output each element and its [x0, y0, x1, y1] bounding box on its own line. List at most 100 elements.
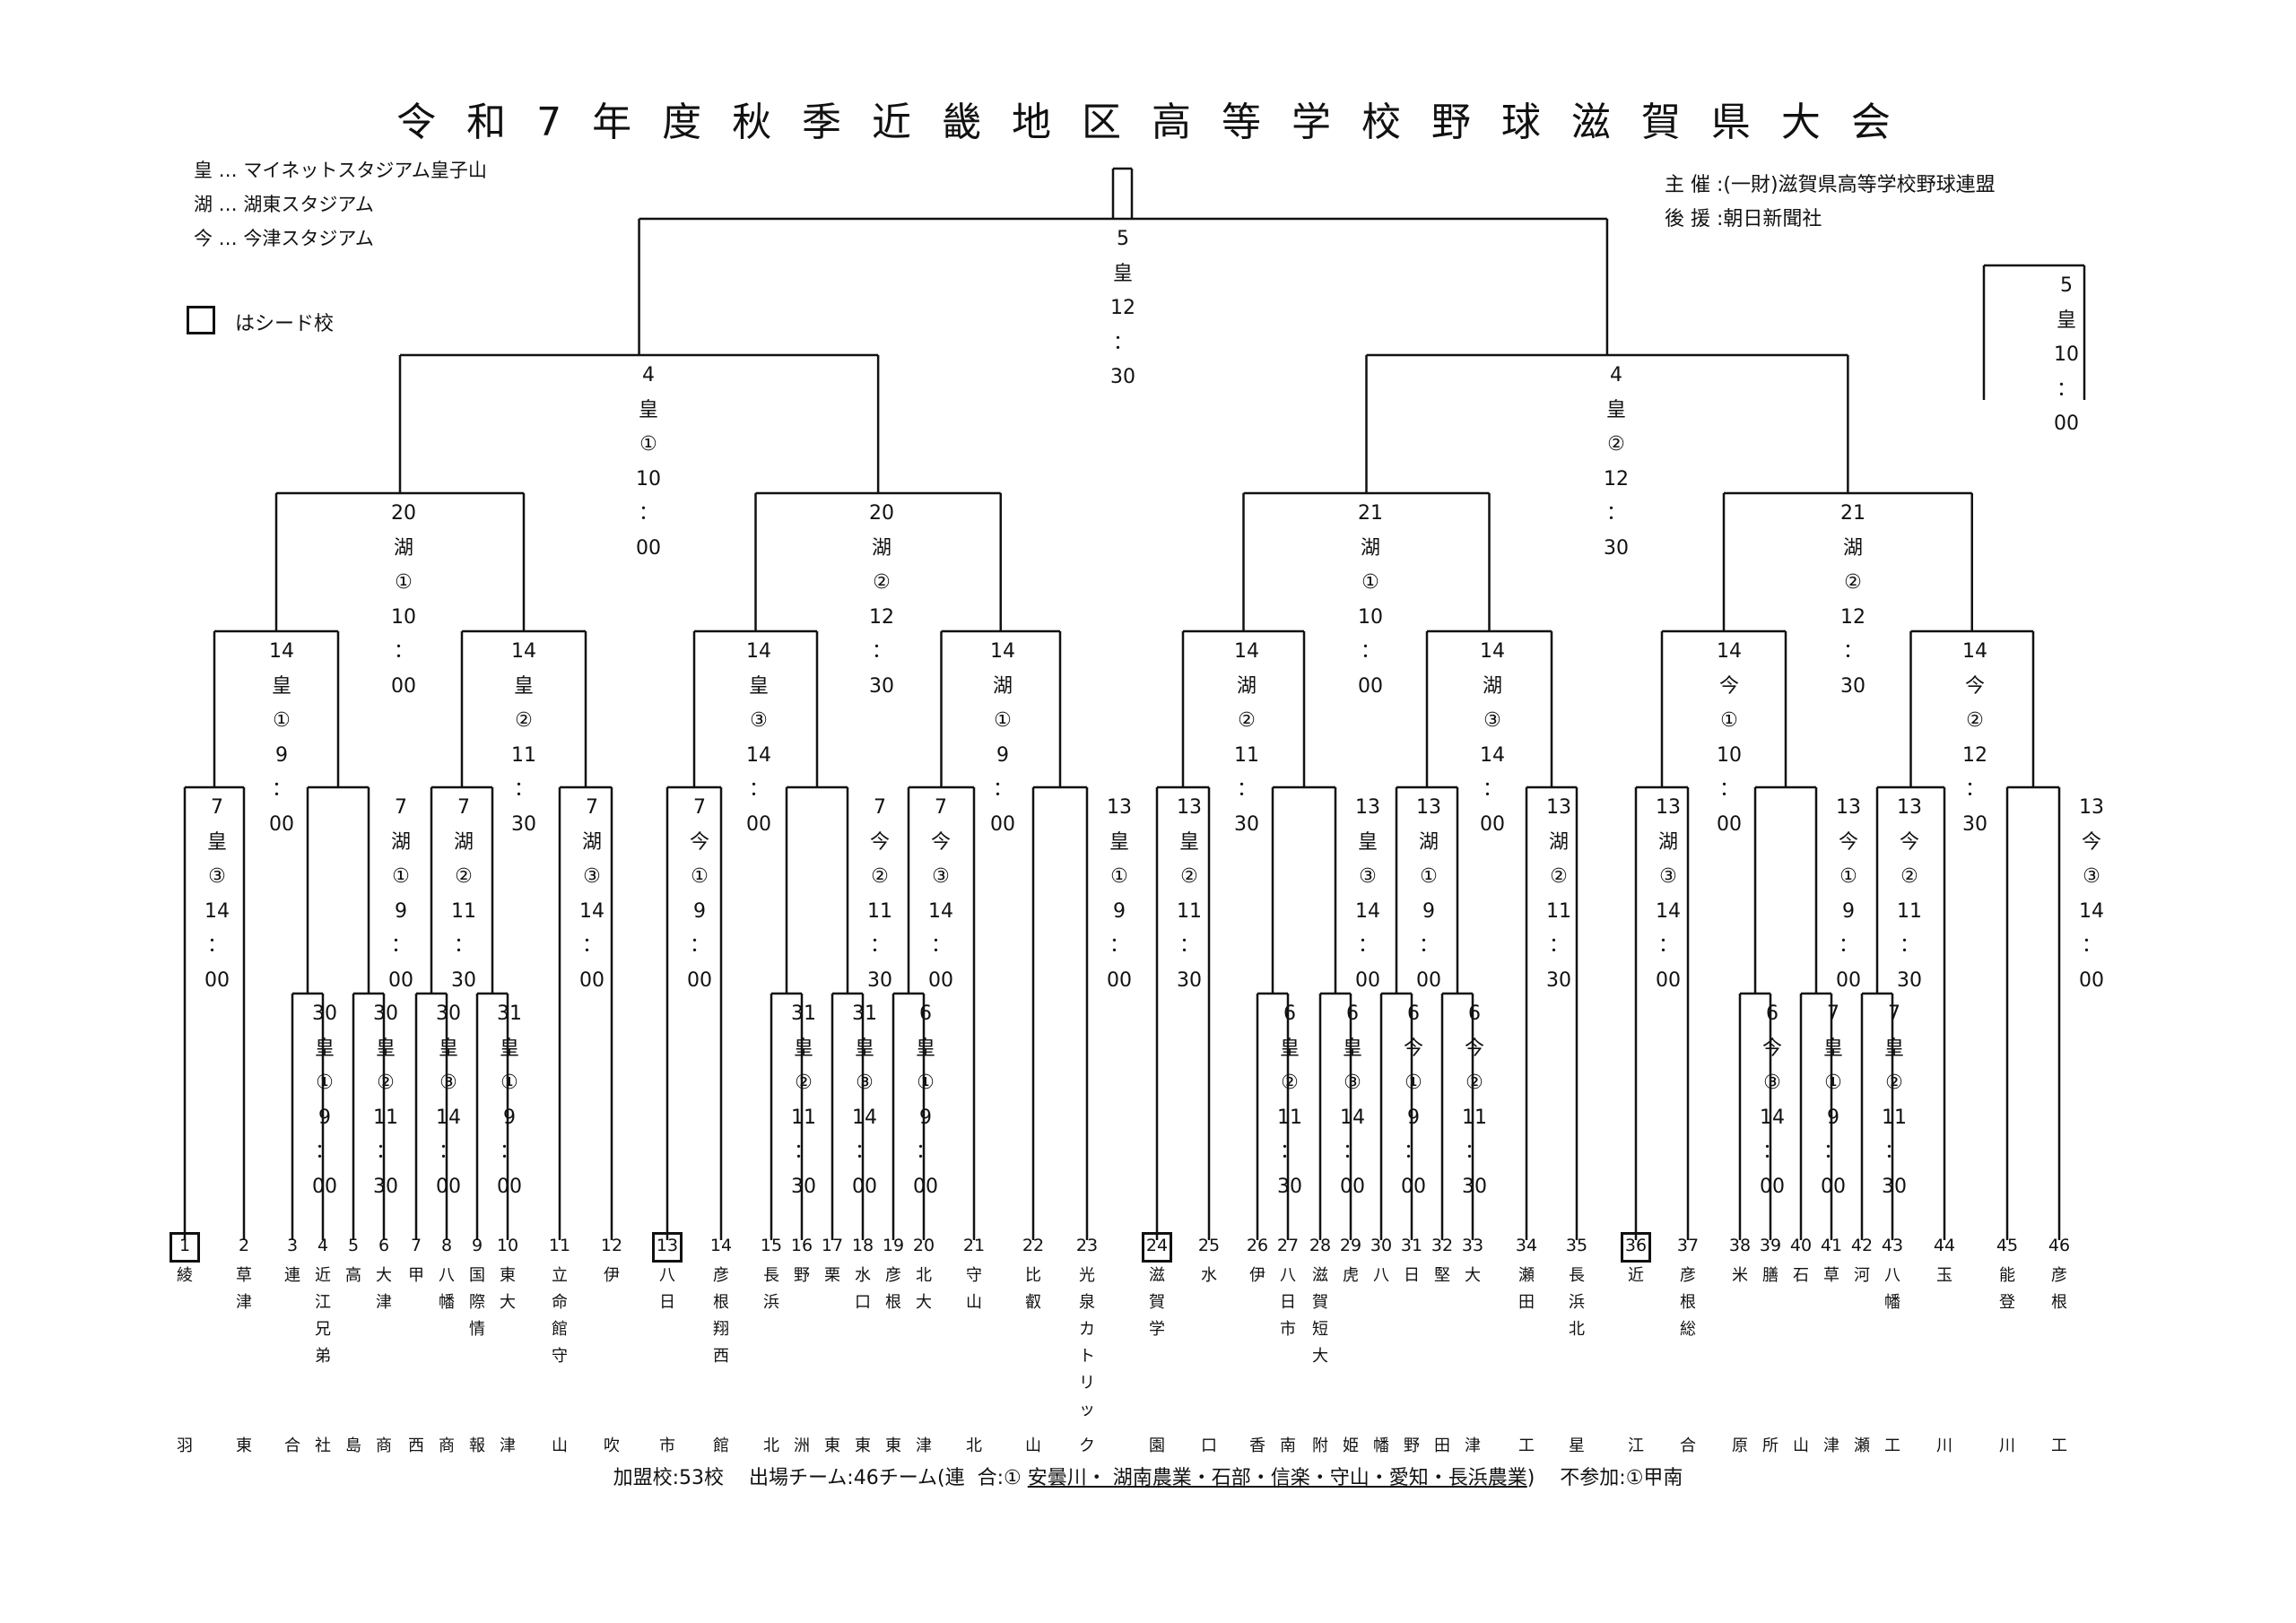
game-label-b8: ② — [1281, 1072, 1299, 1094]
team-name-char: 東 — [855, 1436, 871, 1455]
game-label-a11: ① — [1420, 865, 1438, 888]
game-label-b2: 30 — [373, 1175, 398, 1198]
team-name-char: 根 — [2051, 1293, 2067, 1312]
team-name-char: 北 — [916, 1266, 932, 1285]
game-label-q3: 00 — [1358, 674, 1383, 698]
team-name-char: 彦 — [713, 1266, 729, 1285]
game-label-b3: ： — [438, 1141, 458, 1163]
team-name-char: 北 — [1569, 1320, 1585, 1339]
game-label-q2: ： — [871, 640, 891, 663]
game-label-a10: 00 — [1355, 968, 1380, 992]
team-name-char: 南 — [1280, 1436, 1296, 1455]
team-name-char: 長 — [763, 1266, 779, 1285]
team-number: 24 — [1145, 1236, 1169, 1255]
seed-marker — [1142, 1232, 1172, 1263]
sponsor: 後 援 :朝日新聞社 — [1665, 208, 1822, 230]
game-label-a12: ： — [1548, 934, 1569, 957]
seed-legend-label: はシード校 — [235, 313, 335, 335]
game-label-a7: 今 — [930, 830, 951, 854]
game-label-b2: ： — [375, 1141, 396, 1163]
team-name-char: 大 — [376, 1266, 392, 1285]
game-label-r7: 10 — [1717, 743, 1742, 767]
team-name-char: 幡 — [1373, 1436, 1389, 1455]
game-label-sf1: ① — [639, 433, 657, 456]
game-label-a14: 今 — [1838, 830, 1858, 854]
game-label-a4: 14 — [579, 899, 604, 923]
game-label-q3: 湖 — [1360, 536, 1380, 560]
game-label-q2: 30 — [869, 674, 894, 698]
team-name-char: 高 — [345, 1266, 361, 1285]
team-name-char: 学 — [1149, 1320, 1165, 1339]
team-name-char: 江 — [315, 1293, 331, 1312]
team-name-char: 日 — [659, 1293, 675, 1312]
team-name-char: 叡 — [1025, 1293, 1041, 1312]
game-label-a6: ② — [871, 865, 889, 888]
game-label-b14: 皇 — [1883, 1037, 1904, 1060]
game-label-q3: 10 — [1358, 605, 1383, 629]
game-label-b9: 14 — [1340, 1106, 1365, 1129]
team-name-char: 賀 — [1312, 1293, 1328, 1312]
team-number: 4 — [317, 1236, 329, 1255]
game-label-q1: 湖 — [393, 536, 413, 560]
game-label-q4: 30 — [1840, 674, 1866, 698]
team-name-char: 彦 — [1680, 1266, 1696, 1285]
game-label-r1: 皇 — [271, 674, 291, 698]
game-label-r3: 皇 — [748, 674, 769, 698]
team-name-char: ト — [1079, 1347, 1095, 1366]
team-number: 5 — [347, 1236, 360, 1255]
team-name-char: 市 — [659, 1436, 675, 1455]
game-label-b12: 14 — [1760, 1106, 1785, 1129]
team-name-char: 商 — [376, 1436, 392, 1455]
team-name-char: 野 — [794, 1266, 810, 1285]
game-label-a5: 7 — [693, 796, 706, 819]
game-label-q1: ① — [395, 571, 413, 594]
team-name-char: 東 — [824, 1436, 840, 1455]
team-name-char: 田 — [1518, 1293, 1535, 1312]
game-label-b10: ① — [1405, 1072, 1422, 1094]
game-label-sf1: 4 — [642, 364, 655, 386]
game-label-sf2: 4 — [1610, 364, 1622, 386]
game-label-a14: 13 — [1836, 796, 1861, 819]
team-name-char: 工 — [2051, 1436, 2067, 1455]
team-name-char: 弟 — [315, 1347, 331, 1366]
game-label-r2: ② — [515, 709, 533, 732]
team-name-char: 田 — [1434, 1436, 1450, 1455]
team-number: 13 — [656, 1236, 679, 1255]
game-label-r7: 14 — [1717, 640, 1742, 663]
game-label-a6: 11 — [867, 899, 892, 923]
team-name-char: 伊 — [604, 1266, 620, 1285]
team-name-char: 登 — [1999, 1293, 2015, 1312]
team-name-char: 堅 — [1434, 1266, 1450, 1285]
game-label-b5: 31 — [791, 1002, 816, 1025]
game-label-r8: ② — [1966, 709, 1984, 732]
game-label-b7: 皇 — [915, 1037, 935, 1060]
game-label-a9: ② — [1180, 865, 1198, 888]
team-number: 37 — [1676, 1236, 1700, 1255]
team-number: 11 — [548, 1236, 571, 1255]
organizer: 主 催 :(一財)滋賀県高等学校野球連盟 — [1665, 174, 1996, 196]
game-label-a15: 11 — [1897, 899, 1922, 923]
game-label-r5: 11 — [1234, 743, 1259, 767]
game-label-a8: 9 — [1113, 899, 1126, 923]
game-label-b11: ② — [1465, 1072, 1483, 1094]
game-label-b10: 9 — [1407, 1106, 1420, 1129]
game-label-a1: 00 — [204, 968, 230, 992]
game-label-sf2: 30 — [1604, 536, 1629, 560]
team-name-char: 市 — [1280, 1320, 1296, 1339]
team-name-char: 合 — [1680, 1436, 1696, 1455]
team-name-char: 栗 — [824, 1266, 840, 1285]
game-label-a1: ③ — [208, 865, 226, 888]
team-name-char: ッ — [1079, 1401, 1095, 1419]
game-label-a9: 30 — [1177, 968, 1202, 992]
team-number: 12 — [600, 1236, 623, 1255]
game-label-r4: ① — [994, 709, 1012, 732]
game-label-b7: 9 — [919, 1106, 932, 1129]
team-name-char: 江 — [1628, 1436, 1644, 1455]
game-label-r2: 14 — [511, 640, 536, 663]
game-label-r5: 14 — [1234, 640, 1259, 663]
game-label-b2: 30 — [373, 1002, 398, 1025]
team-number: 9 — [471, 1236, 483, 1255]
game-label-b12: 6 — [1766, 1002, 1779, 1025]
team-name-char: 虎 — [1343, 1266, 1359, 1285]
game-label-a7: 7 — [935, 796, 947, 819]
